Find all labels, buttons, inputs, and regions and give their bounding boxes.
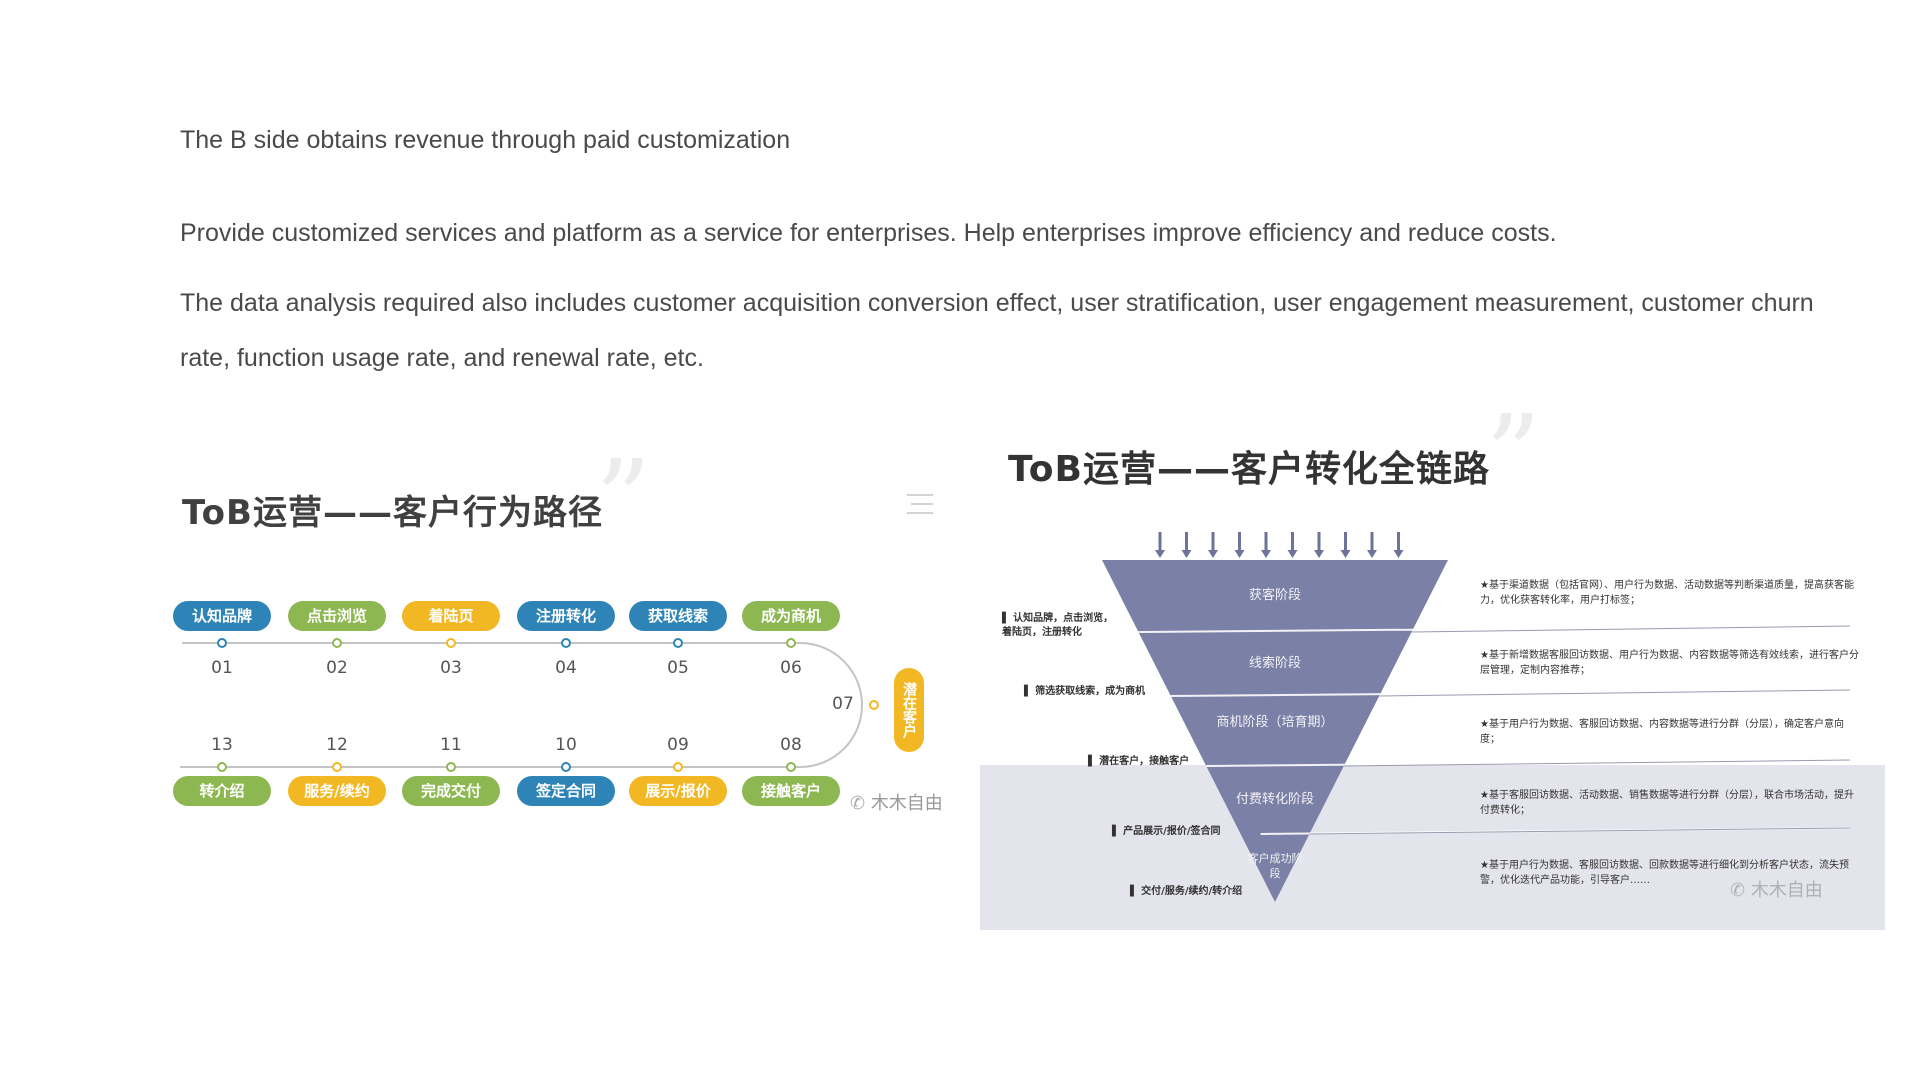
step-dot-09 [673, 762, 683, 772]
step-label-03: 着陆页 [402, 601, 500, 631]
step-dot-08 [786, 762, 796, 772]
step-dot-13 [217, 762, 227, 772]
quote-mark-decoration: ” [1485, 391, 1542, 519]
step-label-08: 接触客户 [742, 776, 840, 806]
step-number-06: 06 [780, 658, 802, 678]
step-dot-04 [561, 638, 571, 648]
watermark-text: 木木自由 [870, 793, 943, 814]
step-label-02: 点击浏览 [288, 601, 386, 631]
step-dot-05 [673, 638, 683, 648]
step-label-09: 展示/报价 [629, 776, 727, 806]
step-dot-01 [217, 638, 227, 648]
step-number-04: 04 [555, 658, 577, 678]
funnel-right-note: ★基于客服回访数据、活动数据、销售数据等进行分群（分层），联合市场活动，提升付费… [1480, 790, 1854, 816]
funnel-shape [1102, 560, 1448, 902]
funnel-right-note: ★基于用户行为数据、客服回访数据、回款数据等进行细化到分析客户状态，流失预警，优… [1480, 860, 1849, 886]
watermark-text: 木木自由 [1750, 880, 1823, 901]
step-number-12: 12 [326, 735, 348, 755]
step-number-08: 08 [780, 735, 802, 755]
step-number-11: 11 [440, 735, 462, 755]
left-note-line: 着陆页，注册转化 [1002, 627, 1082, 638]
step-number-13: 13 [211, 735, 233, 755]
step-number-10: 10 [555, 735, 577, 755]
step-label-10: 签定合同 [517, 776, 615, 806]
inflow-arrows-icon [1155, 532, 1404, 558]
funnel-left-note: ▌ 产品展示/报价/签合同 [1112, 825, 1220, 839]
step-dot-10 [561, 762, 571, 772]
step-label-05: 获取线索 [629, 601, 727, 631]
step-dot-02 [332, 638, 342, 648]
step-number-03: 03 [440, 658, 462, 678]
step-dot-12 [332, 762, 342, 772]
step-label-06: 成为商机 [742, 601, 840, 631]
funnel-right-note: ★基于渠道数据（包括官网）、用户行为数据、活动数据等判断渠道质量，提高获客能力，… [1480, 580, 1854, 606]
step-number-05: 05 [667, 658, 689, 678]
funnel-stage-label: 线索阶段 [1248, 656, 1301, 671]
funnel-right-note: ★基于新增数据客服回访数据、用户行为数据、内容数据等筛选有效线索，进行客户分层管… [1480, 650, 1859, 676]
left-note-line: ▌ 产品展示/报价/签合同 [1112, 826, 1221, 837]
left-note-line: ▌ 筛选获取线索，成为商机 [1024, 686, 1146, 697]
step-dot-07 [869, 700, 879, 710]
step-label-12: 服务/续约 [288, 776, 386, 806]
wechat-icon: ✆ [1730, 880, 1751, 901]
funnel-left-note: ▌ 认知品牌，点击浏览， 着陆页，注册转化 [1002, 612, 1113, 640]
step-label-01: 认知品牌 [173, 601, 271, 631]
paragraph-description: Provide customized services and platform… [180, 219, 1557, 247]
conversion-funnel-figure: ” ToB运营——客户转化全链路 获客阶段▌ 认知品牌，点击浏览， 着陆页，注册… [980, 400, 1885, 930]
behavior-path-title: ToB运营——客户行为路径 [182, 493, 603, 533]
menu-lines-icon [907, 494, 933, 514]
left-note-line: ▌ 交付/服务/续约/转介绍 [1130, 886, 1243, 897]
step-dot-06 [786, 638, 796, 648]
behavior-path-watermark: ✆ 木木自由 [850, 789, 943, 815]
paragraph-analysis: The data analysis required also includes… [180, 289, 1814, 372]
step-number-02: 02 [326, 658, 348, 678]
step-label-13: 转介绍 [173, 776, 271, 806]
left-note-line: ▌ 潜在客户，接触客户 [1088, 756, 1190, 767]
funnel-left-note: ▌ 交付/服务/续约/转介绍 [1130, 885, 1242, 899]
step-number-01: 01 [211, 658, 233, 678]
funnel-watermark: ✆ 木木自由 [1730, 876, 1823, 902]
funnel-graphic [1102, 532, 1851, 902]
step-dot-11 [446, 762, 456, 772]
funnel-left-note: ▌ 潜在客户，接触客户 [1088, 755, 1189, 769]
step-label-04: 注册转化 [517, 601, 615, 631]
funnel-left-note: ▌ 筛选获取线索，成为商机 [1024, 685, 1145, 699]
funnel-stage-label: 客户成功阶段 [1247, 852, 1303, 880]
step-number-09: 09 [667, 735, 689, 755]
funnel-stage-label: 商机阶段（培育期） [1216, 715, 1334, 730]
step-label-11: 完成交付 [402, 776, 500, 806]
funnel-stage-label: 获客阶段 [1248, 588, 1301, 603]
funnel-stage-label: 付费转化阶段 [1235, 792, 1314, 807]
behavior-path-track [180, 638, 879, 772]
left-note-line: ▌ 认知品牌，点击浏览， [1002, 613, 1114, 624]
step-label-07: 潜在客户 [894, 668, 924, 752]
step-number-07: 07 [832, 694, 854, 714]
step-dot-03 [446, 638, 456, 648]
wechat-icon: ✆ [850, 793, 871, 814]
page-heading: The B side obtains revenue through paid … [180, 126, 791, 154]
funnel-right-note: ★基于用户行为数据、客服回访数据、内容数据等进行分群（分层），确定客户意向度； [1480, 719, 1844, 745]
funnel-background-band [980, 765, 1885, 930]
conversion-funnel-title: ToB运营——客户转化全链路 [1008, 449, 1490, 490]
quote-mark-decoration: ” [595, 436, 652, 564]
